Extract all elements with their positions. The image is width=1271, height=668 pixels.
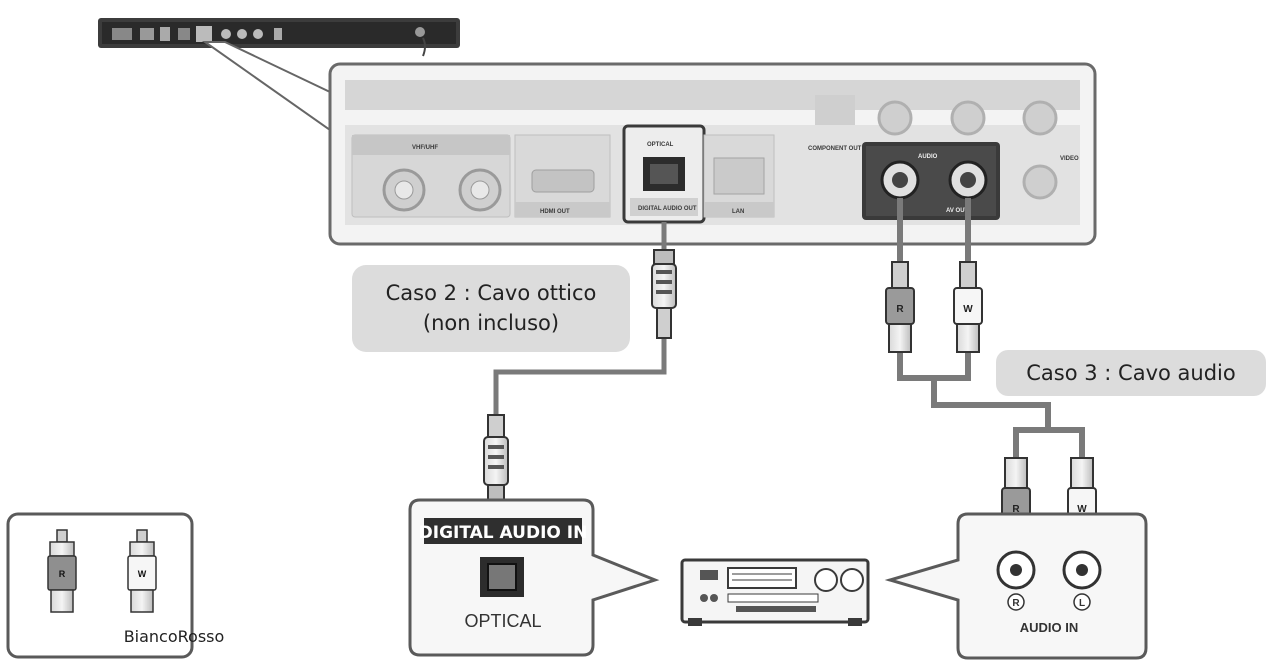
case2-line1: Caso 2 : Cavo ottico bbox=[386, 281, 597, 305]
lan-label: LAN bbox=[732, 209, 744, 215]
video-label: VIDEO bbox=[1060, 156, 1079, 162]
optical-plug-bottom bbox=[483, 414, 509, 502]
digital-audio-out-label: DIGITAL AUDIO OUT bbox=[638, 206, 697, 212]
hdmi-out-label: HDMI OUT bbox=[540, 209, 570, 215]
video-connector bbox=[1022, 164, 1058, 200]
legend-white-plug: W bbox=[127, 529, 157, 613]
audio-in-l-marker: L bbox=[1079, 598, 1085, 609]
digital-audio-in-label: DIGITAL AUDIO IN bbox=[419, 523, 588, 543]
legend-red-plug: R bbox=[47, 529, 77, 613]
digital-audio-in-callout: DIGITAL AUDIO IN OPTICAL bbox=[408, 498, 660, 657]
vhf-uhf-label: VHF/UHF bbox=[412, 145, 438, 151]
component-out-section: COMPONENT OUT VIDEO bbox=[808, 100, 1079, 200]
audio-cable bbox=[897, 198, 1085, 458]
optical-cable bbox=[493, 222, 667, 415]
legend-red-label: R bbox=[59, 569, 66, 579]
rca-white-top-label: W bbox=[963, 304, 973, 315]
legend-white-label: W bbox=[138, 569, 147, 579]
av-out-section: AUDIO AV OUT bbox=[862, 142, 1000, 220]
case2-line2: (non incluso) bbox=[423, 311, 559, 335]
optical-top-label: OPTICAL bbox=[647, 142, 674, 148]
optical-plug-top bbox=[651, 249, 677, 339]
lan-section: LAN bbox=[703, 134, 775, 218]
rca-plug-white-top: W bbox=[953, 261, 983, 353]
optical-in-label: OPTICAL bbox=[464, 611, 541, 631]
audio-in-label: AUDIO IN bbox=[1020, 620, 1079, 635]
player-rear-panel: VHF/UHF HDMI OUT OPTICAL DIGITAL AUDIO O… bbox=[328, 62, 1097, 246]
component-out-label: COMPONENT OUT bbox=[808, 146, 862, 152]
audio-in-callout: R L AUDIO IN bbox=[884, 512, 1148, 660]
case3-callout: Caso 3 : Cavo audio bbox=[996, 350, 1266, 396]
rca-red-bottom-label: R bbox=[1012, 504, 1020, 515]
rca-red-top-label: R bbox=[896, 304, 904, 315]
case3-text: Caso 3 : Cavo audio bbox=[1026, 361, 1235, 385]
rca-plug-red-top: R bbox=[885, 261, 915, 353]
plug-color-legend: R W BiancoRosso bbox=[6, 512, 225, 659]
audio-in-r-marker: R bbox=[1012, 598, 1020, 609]
av-out-label: AV OUT bbox=[946, 208, 969, 214]
case2-callout: Caso 2 : Cavo ottico (non incluso) bbox=[352, 265, 630, 352]
rca-white-bottom-label: W bbox=[1077, 504, 1087, 515]
audio-label: AUDIO bbox=[918, 154, 938, 160]
hdmi-out-section: HDMI OUT bbox=[514, 134, 611, 218]
optical-out-section: OPTICAL DIGITAL AUDIO OUT bbox=[622, 124, 706, 224]
legend-text: BiancoRosso bbox=[124, 627, 225, 646]
antenna-section: VHF/UHF bbox=[351, 134, 511, 218]
av-receiver bbox=[680, 558, 870, 626]
player-rear-thumbnail bbox=[98, 18, 460, 57]
zoom-guide-lines bbox=[201, 41, 331, 132]
